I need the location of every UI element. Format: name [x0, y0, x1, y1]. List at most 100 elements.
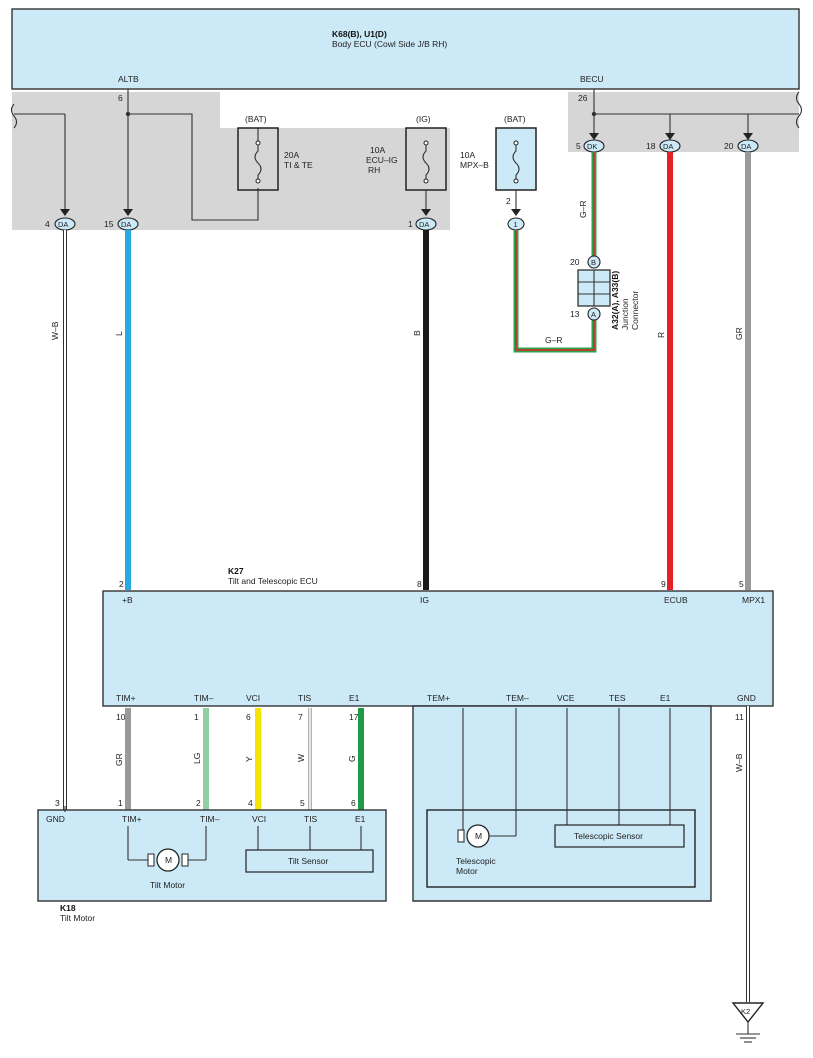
svg-text:W: W — [296, 754, 306, 762]
tilt-motor-symbol — [156, 848, 180, 872]
mpx-b-pin-2: 2 — [506, 196, 511, 206]
tilt-sensor — [245, 849, 374, 873]
tilt-motor-pin-label: GND — [46, 814, 65, 824]
tilt-ecu-top-pin-label: IG — [420, 595, 429, 605]
tilt-ecu-bottom-right-pin-label: E1 — [660, 693, 671, 703]
fuse-ti-te-rating: 20A — [284, 150, 299, 160]
tilt-ecu-bottom-pin-no: 6 — [246, 712, 251, 722]
ground-symbol — [731, 1002, 765, 1024]
fuse-mpx-b-name: MPX–B — [460, 160, 489, 170]
svg-text:DK: DK — [587, 142, 597, 151]
tilt-ecu-bottom-pin-label: TIM+ — [116, 693, 136, 703]
svg-text:G–R: G–R — [545, 335, 562, 345]
tilt-ecu-top-pin-no: 9 — [661, 579, 666, 589]
tilt-ecu-bottom-right-pin-label: TEM+ — [427, 693, 450, 703]
fuse-ecu-ig-name2: RH — [368, 165, 380, 175]
fuse-mpx-b-rating: 10A — [460, 150, 475, 160]
svg-text:LG: LG — [192, 753, 202, 764]
svg-text:B: B — [591, 258, 596, 267]
tilt-motor-pin-no: 6 — [351, 798, 356, 808]
tilt-ecu-bottom-pin-no: 17 — [349, 712, 359, 722]
tilt-ecu-top-pin-no: 8 — [417, 579, 422, 589]
tilt-motor-pin-label: TIS — [304, 814, 318, 824]
svg-text:G: G — [347, 755, 357, 762]
svg-text:L: L — [114, 331, 124, 336]
telescopic-sensor — [554, 824, 685, 848]
tilt-sensor-label: Tilt Sensor — [288, 856, 328, 866]
body-ecu-id: K68(B), U1(D) — [332, 29, 387, 39]
altb-to-fuse — [128, 113, 259, 221]
left-gray-band — [12, 92, 450, 230]
left-break-mark — [10, 103, 18, 129]
svg-text:18: 18 — [646, 141, 656, 151]
svg-text:20: 20 — [724, 141, 734, 151]
right-break-mark — [795, 91, 803, 129]
right-gray-band — [568, 92, 799, 152]
tilt-ecu-bottom-pin-no: 1 — [194, 712, 199, 722]
tilt-ecu-top-pin-no: 5 — [739, 579, 744, 589]
svg-text:W–B: W–B — [50, 321, 60, 340]
svg-text:B: B — [412, 330, 422, 336]
tilt-ecu-bottom-pin-label: TIS — [298, 693, 312, 703]
svg-text:R: R — [656, 332, 666, 338]
tilt-ecu-bottom-pin-label: TIM– — [194, 693, 214, 703]
tilt-ecu-box — [102, 590, 774, 707]
telescopic-motor-label1: Telescopic — [456, 856, 496, 866]
tilt-motor-pin-label: TIM– — [200, 814, 220, 824]
junction-name2: Connector — [630, 291, 640, 330]
fuse-ti-te-element — [254, 143, 262, 181]
tilt-motor-unit-name: Tilt Motor — [60, 913, 95, 923]
tilt-motor-pin-no: 3 — [55, 798, 60, 808]
junction-pin-b — [587, 255, 601, 269]
body-ecu-box — [11, 8, 800, 90]
tilt-motor-label: Tilt Motor — [150, 880, 185, 890]
svg-text:Y: Y — [244, 756, 254, 762]
body-ecu-pin-becu: BECU — [580, 74, 604, 84]
tilt-ecu-bottom-pin-label: VCI — [246, 693, 260, 703]
telescopic-sensor-label: Telescopic Sensor — [574, 831, 643, 841]
fuse-ti-te-supply: (BAT) — [245, 114, 267, 124]
tilt-motor-pin-no: 5 — [300, 798, 305, 808]
body-ecu-pin-altb: ALTB — [118, 74, 139, 84]
svg-text:DA: DA — [419, 220, 429, 229]
tilt-motor-pin-label: VCI — [252, 814, 266, 824]
tilt-ecu-bottom-right-pin-label: TEM– — [506, 693, 529, 703]
tilt-ecu-name: Tilt and Telescopic ECU — [228, 576, 318, 586]
junction-id: A32(A), A33(B) — [610, 271, 620, 330]
svg-text:13: 13 — [570, 309, 580, 319]
svg-text:A: A — [591, 310, 596, 319]
svg-text:DA: DA — [58, 220, 68, 229]
junction-pin-a — [587, 307, 601, 321]
tilt-motor-pin-no: 1 — [118, 798, 123, 808]
ground-label: K2 — [741, 1007, 750, 1016]
fuse-mpx-b-element — [512, 143, 520, 181]
svg-text:GR: GR — [114, 753, 124, 766]
tilt-ecu-gnd-label: GND — [737, 693, 756, 703]
tilt-ecu-bottom-right-pin-label: TES — [609, 693, 626, 703]
altb-pin-no: 6 — [118, 93, 123, 103]
fuse-ecu-ig-supply: (IG) — [416, 114, 431, 124]
tilt-motor-unit-id: K18 — [60, 903, 76, 913]
tilt-ecu-top-pin-label: MPX1 — [742, 595, 765, 605]
tilt-motor-pin-no: 4 — [248, 798, 253, 808]
tilt-ecu-top-pin-no: 2 — [119, 579, 124, 589]
tilt-motor-pin-label: E1 — [355, 814, 366, 824]
svg-text:15: 15 — [104, 219, 114, 229]
tilt-ecu-id: K27 — [228, 566, 244, 576]
svg-text:20: 20 — [570, 257, 580, 267]
junction-name1: Junction — [620, 298, 630, 330]
svg-text:1: 1 — [408, 219, 413, 229]
svg-text:W–B: W–B — [734, 753, 744, 772]
fuse-ti-te — [237, 127, 279, 191]
telescopic-motor-label2: Motor — [456, 866, 478, 876]
tilt-ecu-bottom-pin-no: 10 — [116, 712, 126, 722]
becu-pin-no: 26 — [578, 93, 588, 103]
tilt-ecu-top-pin-label: +B — [122, 595, 133, 605]
fuse-mpx-b-supply: (BAT) — [504, 114, 526, 124]
svg-text:5: 5 — [576, 141, 581, 151]
fuse-ecu-ig-element — [422, 143, 430, 181]
fuse-ti-te-name: TI & TE — [284, 160, 313, 170]
svg-text:M: M — [475, 831, 482, 841]
svg-text:DA: DA — [663, 142, 673, 151]
svg-text:DA: DA — [121, 220, 131, 229]
